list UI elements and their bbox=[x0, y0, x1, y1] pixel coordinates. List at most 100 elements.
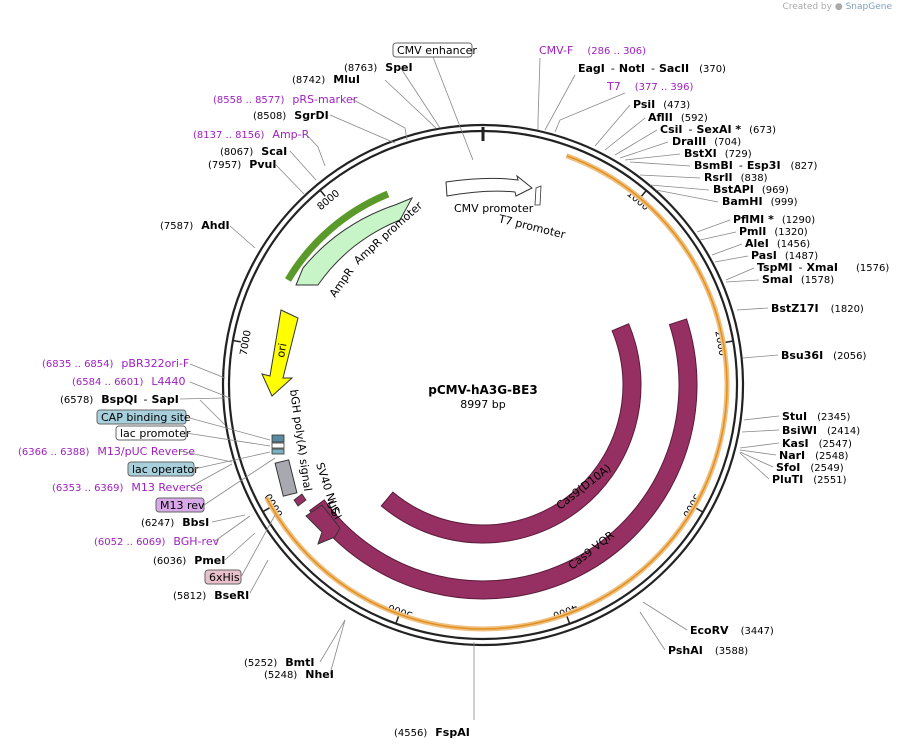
site-label: CsiI-SexAI *(673) bbox=[660, 123, 776, 136]
ori-arrow bbox=[261, 309, 299, 397]
site-label-group-right: EagI-NotI-SacII(370) PsiI(473) AflII(592… bbox=[578, 62, 889, 657]
site-label: RsrII(838) bbox=[704, 171, 768, 184]
site-label: EagI-NotI-SacII(370) bbox=[578, 62, 726, 75]
cap-site-marker bbox=[271, 434, 285, 443]
site-label: Bsu36I(2056) bbox=[781, 349, 867, 362]
primer-label: (6366 .. 6388)M13/pUC Reverse bbox=[18, 445, 195, 458]
site-label-group-left: (4556)FspAI (5252)BmtI (5248)NheI (5812)… bbox=[60, 61, 470, 739]
site-label: BstXI(729) bbox=[684, 147, 752, 160]
site-label: DraIII(704) bbox=[672, 135, 741, 148]
feature-box-label: lac promoter bbox=[120, 427, 191, 440]
site-label: BamHI(999) bbox=[722, 195, 798, 208]
site-label: (5252)BmtI bbox=[244, 656, 314, 669]
site-label: (8763)SpeI bbox=[344, 61, 413, 74]
site-label: (6036)PmeI bbox=[153, 554, 225, 567]
primer-label-group: CMV-F(286 .. 306) T7(377 .. 396) (8558 .… bbox=[18, 44, 694, 548]
primer-label: (8137 .. 8156)Amp-R bbox=[193, 128, 310, 141]
primer-label: (6052 .. 6069)BGH-rev bbox=[94, 535, 220, 548]
site-label: PluTI(2551) bbox=[772, 473, 847, 486]
primer-label: (6584 .. 6601)L4440 bbox=[72, 375, 186, 388]
site-label: NarI(2548) bbox=[779, 449, 849, 462]
cas9-vqr-arrow bbox=[309, 318, 698, 600]
site-label: BsmBI-Esp3I(827) bbox=[694, 159, 818, 172]
site-label: KasI(2547) bbox=[782, 437, 852, 450]
site-label: PshAI(3588) bbox=[668, 644, 748, 657]
cas9-d10a-arrow bbox=[380, 323, 642, 544]
credit-line: Created by ● SnapGene bbox=[782, 2, 892, 12]
tick-label: 7000 bbox=[239, 329, 254, 356]
tick-mark bbox=[725, 340, 734, 344]
feature-box-label: M13 rev bbox=[160, 499, 205, 512]
feature-box-label: 6xHis bbox=[209, 571, 240, 584]
site-label: (8508)SgrDI bbox=[253, 109, 329, 122]
primer-label: (6353 .. 6369)M13 Reverse bbox=[52, 481, 203, 494]
site-label: BsiWI(2414) bbox=[782, 424, 860, 437]
site-label: SfoI(2549) bbox=[776, 461, 844, 474]
site-label: (5812)BseRI bbox=[173, 589, 249, 602]
feature-box-label: CMV enhancer bbox=[397, 44, 477, 57]
lac-operator-marker bbox=[271, 448, 285, 455]
ampr-arrow bbox=[295, 197, 414, 286]
bgh-polya-box bbox=[274, 459, 298, 497]
backbone-outer-ring bbox=[221, 123, 745, 647]
site-label: (8742)MluI bbox=[292, 73, 360, 86]
t7-promoter-arrow bbox=[534, 185, 542, 206]
cas9-d10a-feature bbox=[380, 323, 642, 544]
orange-band-line bbox=[265, 155, 728, 630]
site-label: PmlI(1320) bbox=[739, 225, 808, 238]
site-name: NotI bbox=[619, 62, 645, 75]
site-label: StuI(2345) bbox=[782, 410, 850, 423]
site-label: (7957)PvuI bbox=[208, 158, 276, 171]
ampr-label: AmpR bbox=[327, 265, 357, 300]
site-label: EcoRV(3447) bbox=[690, 624, 774, 637]
connector-lines bbox=[179, 56, 780, 720]
feature-box-label: lac operator bbox=[132, 463, 199, 476]
site-label: SmaI(1578) bbox=[762, 273, 834, 286]
site-label: AleI(1456) bbox=[745, 237, 810, 250]
site-label: (6578)BspQI-SapI bbox=[60, 393, 179, 406]
plasmid-name: pCMV-hA3G-BE3 bbox=[428, 383, 537, 397]
site-label: (8067)ScaI bbox=[220, 145, 287, 158]
tick-mark bbox=[695, 507, 704, 513]
feature-box-label: CAP binding site bbox=[101, 411, 191, 424]
site-name: SacII bbox=[659, 62, 689, 75]
credit-brand: SnapGene bbox=[845, 2, 892, 12]
tick-mark bbox=[319, 189, 326, 197]
cmv-promoter-arrow bbox=[445, 174, 533, 197]
plasmid-length: 8997 bp bbox=[460, 398, 505, 411]
sv40-nls-arrow bbox=[293, 493, 307, 507]
t7-promoter-label: T7 promoter bbox=[496, 212, 567, 241]
credit-text: Created by bbox=[782, 2, 832, 12]
site-label: BstZ17I(1820) bbox=[771, 302, 864, 315]
site-label: TspMI-XmaI(1576) bbox=[757, 261, 889, 274]
tick-mark bbox=[262, 507, 271, 513]
tick-mark bbox=[566, 615, 571, 625]
primer-label: (6835 .. 6854)pBR322ori-F bbox=[42, 357, 189, 370]
ampr-outer-bar bbox=[284, 190, 390, 282]
tick-mark bbox=[395, 615, 400, 624]
feature-box bbox=[392, 42, 473, 58]
ori-label: ori bbox=[274, 342, 289, 358]
site-label: (7587)AhdI bbox=[160, 219, 230, 232]
ugi-arrow bbox=[305, 504, 341, 545]
site-label: (4556)FspAI bbox=[394, 726, 470, 739]
site-label: PasI(1487) bbox=[751, 249, 818, 262]
boxed-feature-group: CMV enhancer CAP binding site lac promot… bbox=[96, 42, 477, 585]
site-label: (5248)NheI bbox=[264, 668, 334, 681]
lac-promoter-marker bbox=[271, 442, 285, 449]
snapgene-logo-icon: ● bbox=[834, 2, 843, 12]
site-label: PflMI *(1290) bbox=[733, 213, 815, 226]
primer-label: (8558 .. 8577)pRS-marker bbox=[213, 93, 358, 106]
cmv-promoter-label: CMV promoter bbox=[454, 202, 534, 215]
site-label: BstAPI(969) bbox=[713, 183, 789, 196]
site-label: (6247)BbsI bbox=[141, 516, 209, 529]
orange-feature-band bbox=[264, 153, 730, 632]
site-coord: (370) bbox=[699, 64, 726, 75]
primer-label: CMV-F(286 .. 306) bbox=[539, 44, 646, 57]
site-label: PsiI(473) bbox=[633, 98, 690, 111]
cas9-vqr-feature bbox=[309, 318, 698, 600]
site-label: AflII(592) bbox=[648, 111, 708, 124]
primer-label: T7(377 .. 396) bbox=[606, 80, 694, 93]
tick-mark bbox=[232, 339, 241, 343]
